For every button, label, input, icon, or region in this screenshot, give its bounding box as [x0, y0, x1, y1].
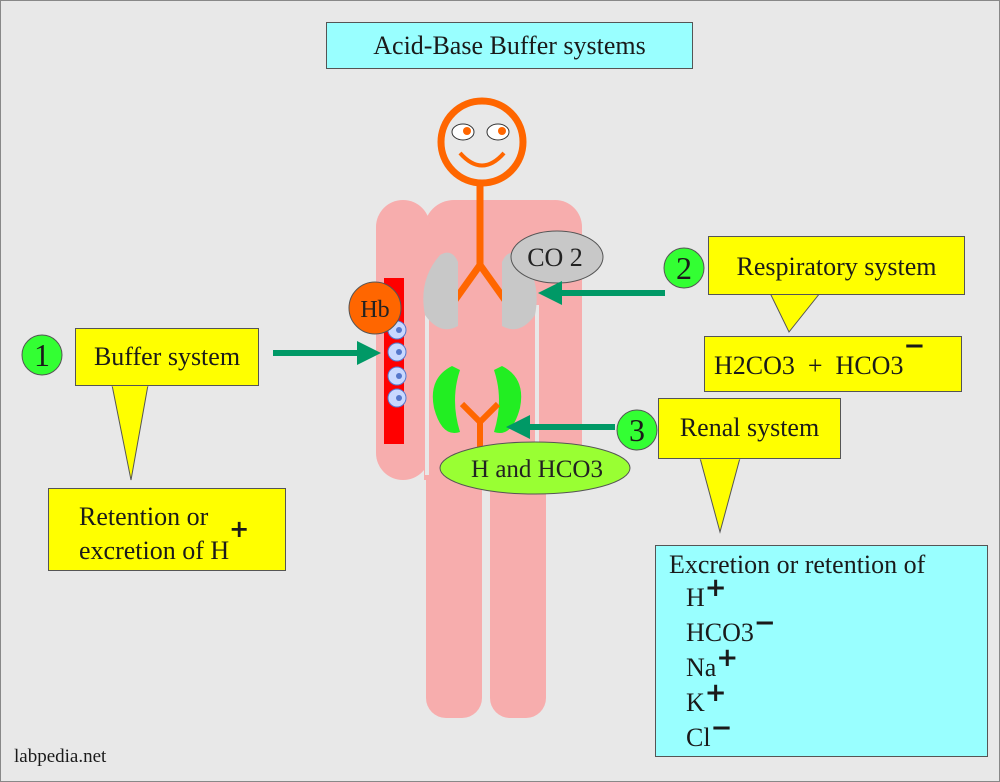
renal-system-box: Renal system	[658, 398, 841, 459]
smile	[458, 151, 506, 168]
number-circle-1	[21, 334, 63, 376]
number-3: 3	[629, 412, 645, 448]
hb-label: Hb	[360, 297, 389, 323]
left-kidney	[432, 366, 460, 433]
site-credit: labpedia.net	[14, 746, 107, 767]
buffer-system-box: Buffer system	[75, 328, 259, 386]
title-box: Acid-Base Buffer systems	[326, 22, 693, 69]
respiratory-system-label: Respiratory system	[736, 252, 937, 281]
head	[437, 97, 527, 187]
ion-item: Cl−	[686, 713, 733, 752]
ion-item: Na+	[686, 643, 739, 682]
buffer-effect-box: Retention or excretion of H+	[48, 488, 286, 571]
ion-item: H+	[686, 573, 727, 612]
renal-system-label: Renal system	[679, 413, 820, 442]
hb-circle	[348, 281, 402, 335]
kidney-exchange-label: H and HCO3	[471, 456, 603, 483]
respiratory-callout-pointer	[769, 292, 822, 333]
renal-effect-heading: Excretion or retention of	[669, 550, 926, 579]
ion-item: HCO3−	[686, 608, 776, 647]
renal-effect-box: Excretion or retention of H+ HCO3− Na+ K…	[655, 545, 988, 757]
right-kidney	[494, 366, 522, 433]
hydrogen-charge: +	[229, 515, 250, 543]
arrows	[273, 281, 665, 439]
bronchi	[452, 258, 508, 303]
co2-label: CO 2	[527, 243, 583, 272]
page-title: Acid-Base Buffer systems	[373, 31, 646, 60]
respiratory-formula: H2CO3 + HCO3−	[714, 331, 926, 380]
co2-ellipse	[510, 230, 604, 284]
number-circle-3	[616, 409, 658, 451]
buffer-system-label: Buffer system	[93, 342, 241, 371]
ion-item: K+	[686, 678, 727, 717]
buffer-effect-line2: excretion of H+	[79, 515, 250, 565]
respiratory-formula-box: H2CO3 + HCO3−	[704, 331, 962, 392]
left-lung	[423, 252, 458, 330]
buffer-callout-pointer	[111, 384, 149, 481]
number-2: 2	[676, 250, 692, 286]
number-1: 1	[34, 337, 50, 373]
respiratory-system-box: Respiratory system	[708, 236, 965, 295]
hco3-ellipse	[439, 441, 631, 495]
bicarbonate-charge: −	[903, 331, 926, 361]
ion-list: H+ HCO3− Na+ K+ Cl−	[686, 573, 776, 755]
buffer-effect-line1: Retention or	[79, 502, 209, 531]
number-circle-2	[663, 247, 705, 289]
renal-callout-pointer	[699, 457, 741, 534]
